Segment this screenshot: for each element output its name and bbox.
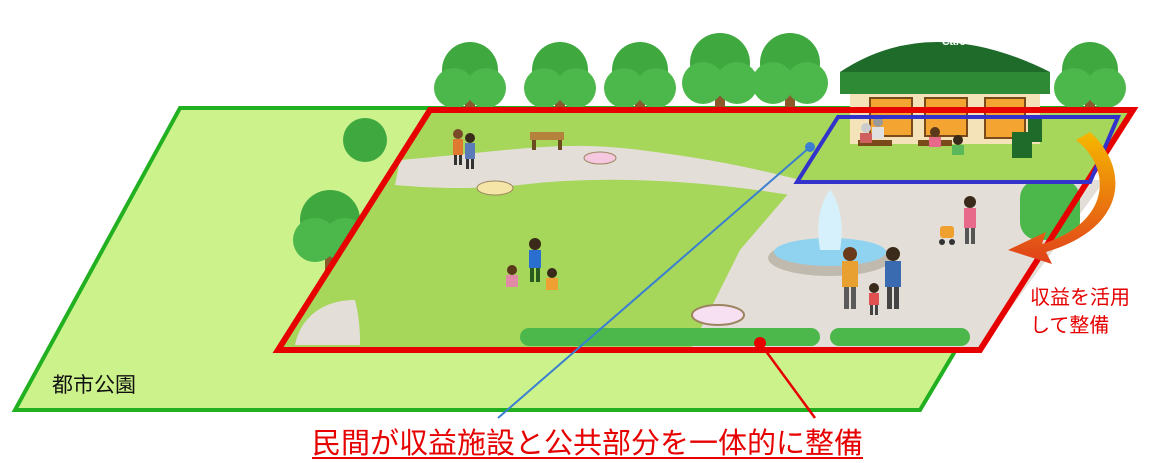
cafe-building bbox=[840, 42, 1050, 144]
leader-line-red bbox=[758, 342, 817, 419]
bench bbox=[530, 132, 564, 150]
revenue-facility-boundary bbox=[793, 115, 1122, 184]
cafe-seating bbox=[858, 117, 1032, 158]
leader-line-blue bbox=[497, 146, 811, 419]
cafe-sign: Cafe bbox=[942, 36, 966, 48]
leader-dot-blue bbox=[805, 142, 815, 152]
diagram-caption: 民間が収益施設と公共部分を一体的に整備 bbox=[312, 426, 864, 460]
urban-park-label: 都市公園 bbox=[52, 373, 136, 397]
walking-path-lower bbox=[295, 300, 360, 345]
fountain bbox=[768, 190, 892, 276]
project-area-boundary bbox=[272, 107, 1139, 353]
revenue-label-line1: 収益を活用 bbox=[1030, 285, 1130, 309]
revenue-label-line2: して整備 bbox=[1030, 313, 1110, 337]
revenue-usage-label: 収益を活用 して整備 bbox=[1030, 283, 1130, 339]
background-trees bbox=[293, 33, 1126, 280]
people bbox=[453, 129, 976, 315]
flower-beds bbox=[476, 151, 745, 326]
revenue-flow-arrow bbox=[1008, 132, 1116, 264]
leader-dot-red bbox=[754, 337, 766, 349]
